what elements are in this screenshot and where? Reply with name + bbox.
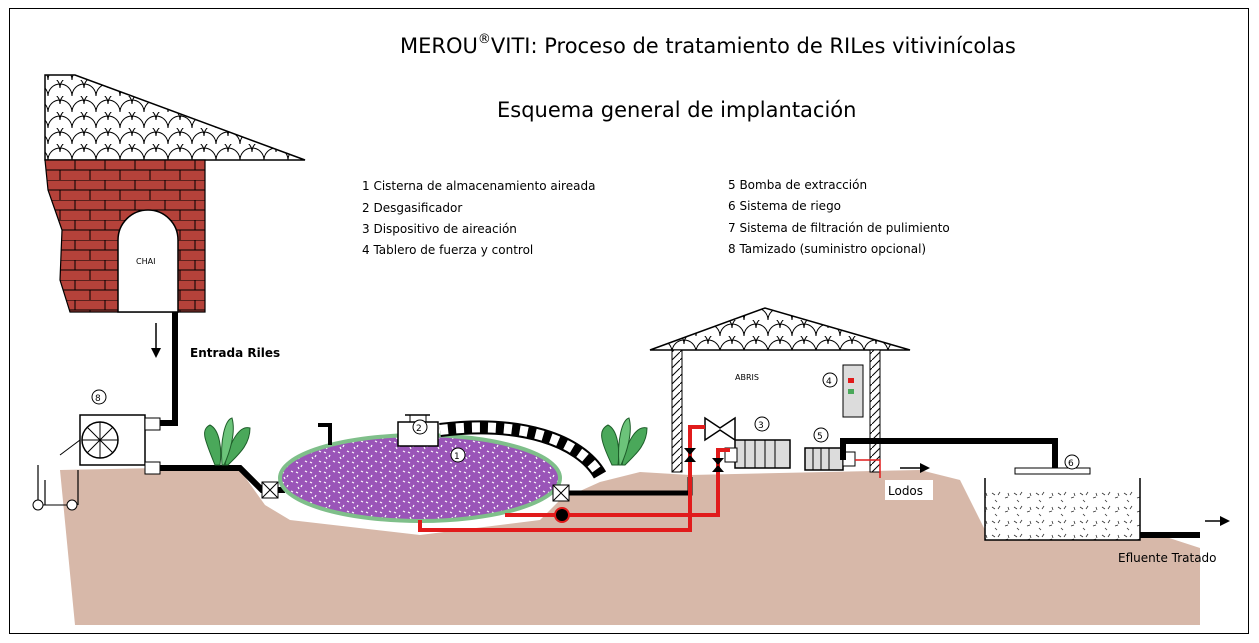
marker-4-text: 4: [826, 377, 832, 387]
title-brand: MEROU: [400, 34, 478, 58]
marker-4: [822, 372, 838, 388]
legend-item-2: 2 Desgasificador: [362, 201, 462, 215]
chai-door: [117, 209, 179, 313]
entrada-label: Entrada Riles: [190, 346, 280, 360]
chai-label: CHAI: [136, 257, 155, 266]
legend-item-4: 4 Tablero de fuerza y control: [362, 243, 533, 257]
title-rest: VITI: Proceso de tratamiento de RILes vi…: [491, 34, 1016, 58]
aeration-device: [704, 416, 791, 469]
legend-right: 5 Bomba de extracción 6 Sistema de riego…: [728, 178, 950, 256]
plant-left: [204, 417, 251, 466]
abris-label: ABRIS: [735, 373, 759, 382]
legend-item-5: 5 Bomba de extracción: [728, 178, 867, 192]
effluent-pipe: [840, 438, 1058, 470]
page-title: MEROU®VITI: Proceso de tratamiento de RI…: [400, 32, 1016, 58]
chai-roof: [44, 74, 306, 161]
marker-5: [813, 427, 829, 443]
marker-1: [450, 447, 466, 463]
marker-2: [412, 419, 428, 435]
marker-6-text: 6: [1068, 459, 1074, 469]
legend-left: 1 Cisterna de almacenamiento aireada 2 D…: [362, 179, 595, 257]
abris-post-right: [869, 349, 881, 473]
lodos-label-bg: [885, 480, 933, 500]
abris-post-left: [671, 349, 683, 473]
marker-6: [1064, 454, 1080, 470]
legend-item-1: 1 Cisterna de almacenamiento aireada: [362, 179, 595, 193]
valve-red-2: [712, 458, 724, 472]
marker-3: [754, 416, 770, 432]
legend-item-7: 7 Sistema de filtración de pulimiento: [728, 221, 950, 235]
marker-2-text: 2: [416, 424, 422, 434]
recirculation-pipe-red-2: [505, 448, 730, 517]
diagram-frame: [9, 8, 1249, 634]
marker-3-text: 3: [758, 421, 764, 431]
abris-roof: [649, 307, 911, 351]
extraction-pump: [804, 447, 856, 471]
marker-8-text: 8: [95, 394, 101, 404]
legend-item-6: 6 Sistema de riego: [728, 199, 841, 213]
aerated-tank: [278, 433, 562, 523]
title-reg: ®: [478, 32, 491, 47]
inlet-arrowhead: [151, 348, 161, 358]
efluente-label: Efluente Tratado: [1118, 551, 1217, 565]
legend-item-8: 8 Tamizado (suministro opcional): [728, 242, 926, 256]
marker-5-text: 5: [817, 432, 823, 442]
ground: [60, 468, 1200, 625]
plant-right: [601, 417, 648, 466]
tank-vent-pipe: [318, 423, 332, 445]
legend-item-3: 3 Dispositivo de aireación: [362, 222, 517, 236]
lodos-label: Lodos: [888, 484, 923, 498]
sludge-pipe: [855, 459, 881, 478]
valve-red-1: [684, 448, 696, 462]
page-subtitle: Esquema general de implantación: [497, 98, 856, 122]
marker-1-text: 1: [454, 452, 460, 462]
junction: [554, 507, 570, 523]
filtration-bed: [984, 467, 1141, 541]
screening-unit: [32, 414, 161, 511]
inlet-pipe: [155, 312, 178, 426]
recirculation-pipe-red: [418, 425, 705, 532]
marker-8: [91, 389, 107, 405]
